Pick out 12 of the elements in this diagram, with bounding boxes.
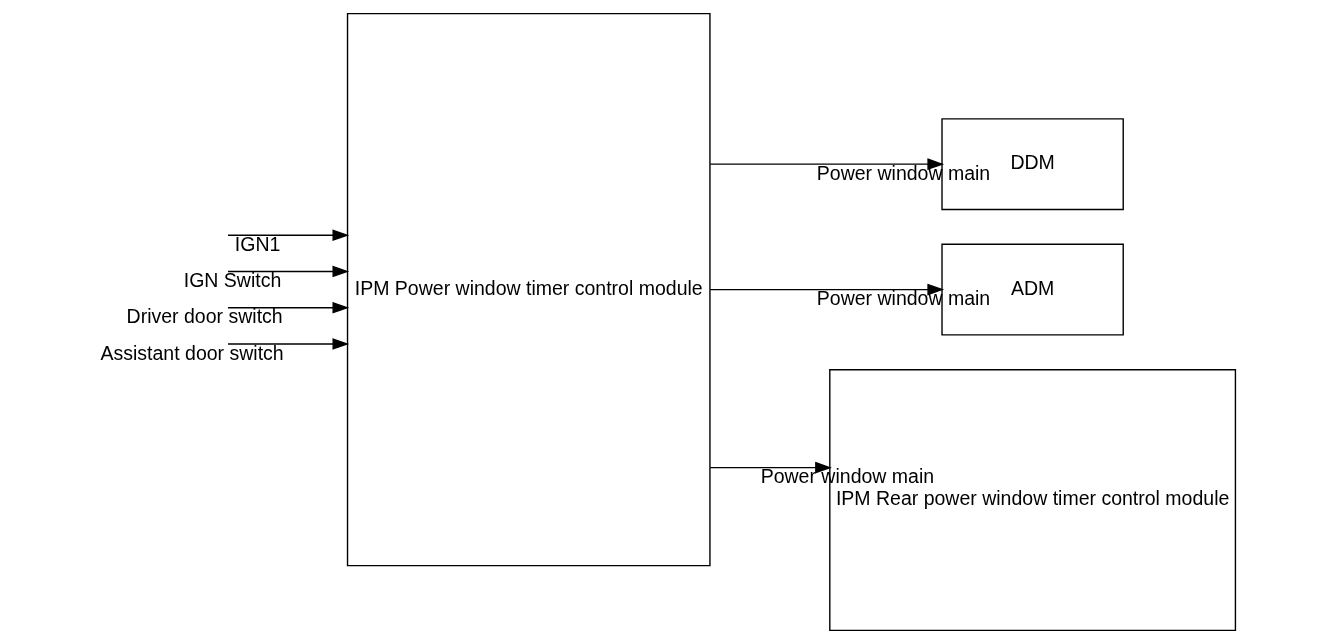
arrow — [226, 338, 349, 350]
edge-label: Assistant door switch — [100, 341, 284, 364]
edge-label: Driver door switch — [126, 305, 283, 328]
edge-label: IGN1 — [234, 232, 280, 255]
arrow — [709, 283, 944, 296]
arrow — [709, 158, 944, 170]
arrow — [709, 461, 832, 474]
arrow — [226, 265, 349, 278]
arrow — [226, 229, 349, 242]
edge-label: IGN Switch — [183, 269, 281, 292]
arrow — [226, 301, 349, 314]
node-box: IPM Power window timer control module — [346, 12, 711, 567]
